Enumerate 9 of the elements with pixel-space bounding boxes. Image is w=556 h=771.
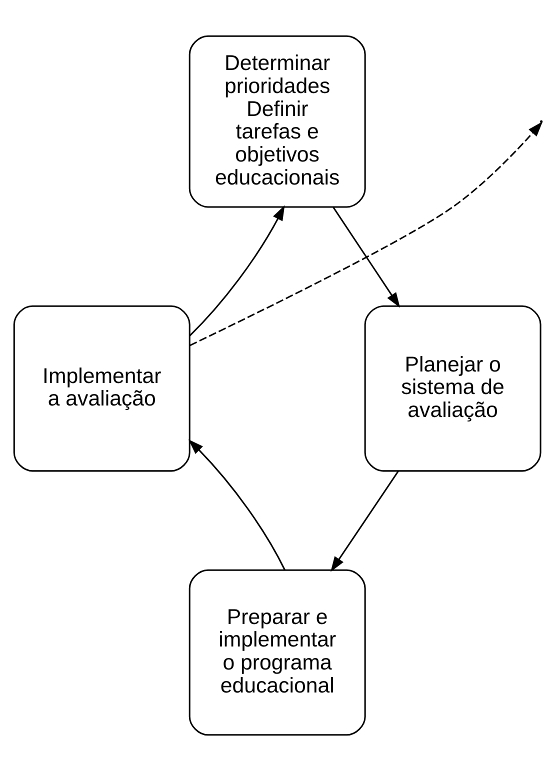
arrow xyxy=(332,206,400,308)
node-box: Planejar o sistema de avaliação xyxy=(364,305,542,472)
arrow xyxy=(190,121,543,346)
arrow xyxy=(189,205,285,336)
arrow xyxy=(188,439,286,570)
arrow xyxy=(330,470,399,572)
node-box: Preparar e implementar o programa educacional xyxy=(188,569,366,736)
node-box: Determinar prioridades Definir tarefas e objetivos educacionais xyxy=(188,35,366,208)
node-box: Implementar a avaliação xyxy=(13,305,190,472)
